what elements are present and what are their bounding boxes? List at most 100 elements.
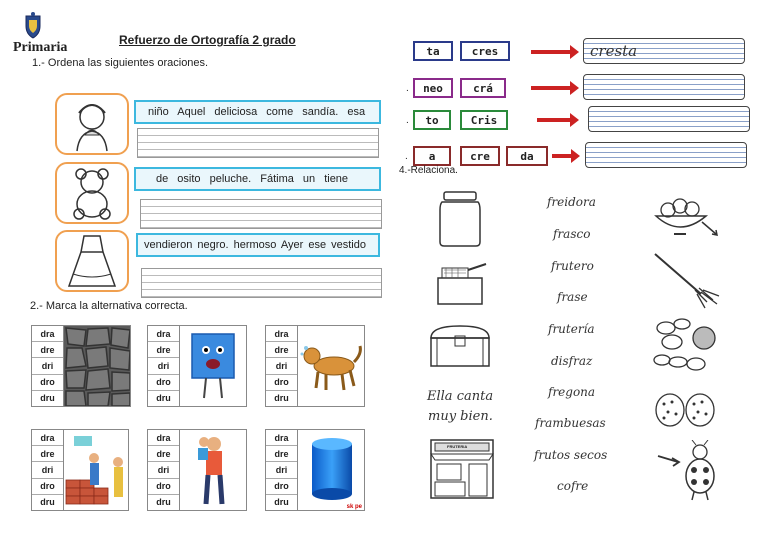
answer-box-4[interactable] [585, 142, 747, 168]
option-dro[interactable]: dro [266, 479, 297, 495]
section2-heading: 2.- Marca la alternativa correcta. [30, 300, 188, 312]
option-dru[interactable]: dru [40, 497, 55, 508]
option-dru[interactable]: dru [274, 497, 289, 508]
chest-icon [430, 325, 490, 367]
option-dra[interactable]: dra [32, 430, 63, 447]
answer-box-3[interactable] [588, 106, 750, 132]
option-dra[interactable]: dra [266, 430, 297, 447]
option-dro[interactable]: dro [32, 479, 63, 495]
raspberries-icon [655, 393, 715, 427]
option-dri[interactable]: dri [148, 462, 179, 479]
option-dre[interactable]: dre [148, 446, 179, 463]
syllable-tile: cres [460, 41, 510, 61]
answer-box-2[interactable] [583, 74, 745, 100]
option-dru[interactable]: dru [274, 393, 289, 404]
option-dri[interactable]: dri [32, 462, 63, 479]
syllable-options: dra dre dri dro dru [266, 430, 298, 510]
option-card-father: dra dre dri dro dru [147, 429, 247, 511]
option-card-builders: dra dre dri dro dru [31, 429, 129, 511]
answer-lines-1[interactable] [137, 128, 379, 158]
syllable-tile: neo [413, 78, 453, 98]
option-card-square: dra dre dri dro dru [147, 325, 247, 407]
syllable-options: dra dre dri dro dru [148, 430, 180, 510]
option-card-dog: dra dre dri dro dru [265, 325, 365, 407]
option-dro[interactable]: dro [148, 479, 179, 495]
syllable-options: dra dre dri dro dru [32, 430, 64, 510]
scrambled-sentence-1: niño Aquel deliciosa come sandía. esa [134, 100, 381, 124]
syllable-tile: to [413, 110, 451, 130]
option-dri[interactable]: dri [266, 462, 297, 479]
option-dri[interactable]: dri [266, 358, 297, 375]
option-dra[interactable]: dra [32, 326, 63, 343]
arrow-right-icon [552, 149, 580, 163]
option-dro[interactable]: dro [148, 375, 179, 391]
arrow-right-icon [537, 113, 579, 127]
phrase-line-1: Ella canta [427, 389, 494, 404]
option-dre[interactable]: dre [32, 342, 63, 359]
school-shield-icon [25, 12, 41, 39]
arrow-right-icon [531, 45, 579, 59]
fruit-bowl-icon [654, 198, 718, 236]
option-dro[interactable]: dro [32, 375, 63, 391]
word-fregona: fregona [548, 385, 596, 399]
syllable-options: dra dre dri dro dru [148, 326, 180, 406]
word-frase: frase [557, 290, 588, 304]
syllable-options: dra dre dri dro dru [32, 326, 64, 406]
option-dre[interactable]: dre [266, 342, 297, 359]
father-child-image [180, 430, 246, 510]
stones-image [64, 326, 130, 406]
option-dru[interactable]: dru [40, 393, 55, 404]
syllable-tile: cre [460, 146, 500, 166]
square-character-image [180, 326, 246, 406]
dog-image [298, 326, 364, 406]
page-title: Refuerzo de Ortografía 2 grado [119, 33, 296, 47]
answer-box-1[interactable]: cresta [583, 38, 745, 64]
option-dre[interactable]: dre [266, 446, 297, 463]
answer-lines-3[interactable] [141, 268, 382, 298]
option-dre[interactable]: dre [32, 446, 63, 463]
syllable-tile: a [413, 146, 451, 166]
fryer-icon [437, 263, 487, 305]
picture-dress [55, 230, 129, 292]
phrase-line-2: muy bien. [428, 409, 493, 424]
picture-child-eating [55, 93, 129, 155]
word-frambuesas: frambuesas [535, 416, 606, 430]
option-dri[interactable]: dri [32, 358, 63, 375]
option-dro[interactable]: dro [266, 375, 297, 391]
school-name: Primaria [13, 40, 68, 55]
option-dri[interactable]: dri [148, 358, 179, 375]
word-freidora: freidora [547, 195, 596, 209]
store-sign: FRUTERIA [447, 444, 468, 449]
syllable-tile: crá [460, 78, 506, 98]
word-frutos-secos: frutos secos [534, 448, 608, 462]
jar-icon [439, 191, 481, 247]
scrambled-sentence-3: vendieron negro. hermoso Ayer ese vestid… [136, 233, 380, 257]
fruit-store-icon [430, 439, 494, 499]
word-frasco: frasco [553, 227, 591, 241]
section1-heading: 1.- Ordena las siguientes oraciones. [32, 57, 209, 69]
option-dra[interactable]: dra [266, 326, 297, 343]
option-dru[interactable]: dru [156, 393, 171, 404]
word-cofre: cofre [557, 479, 589, 493]
syllable-tile: Cris [460, 110, 508, 130]
option-card-cylinder: dra dre dri dro dru sk pe [265, 429, 365, 511]
option-dru[interactable]: dru [156, 497, 171, 508]
answer-lines-2[interactable] [140, 199, 382, 229]
ladybug-costume-icon [657, 440, 715, 501]
option-dre[interactable]: dre [148, 342, 179, 359]
option-dra[interactable]: dra [148, 326, 179, 343]
word-frutero: frutero [551, 259, 594, 273]
picture-teddy-bear [55, 162, 129, 224]
word-disfraz: disfraz [551, 354, 593, 368]
option-card-stones: dra dre dri dro dru [31, 325, 131, 407]
syllable-options: dra dre dri dro dru [266, 326, 298, 406]
word-fruteria: frutería [548, 322, 595, 336]
scrambled-sentence-2: de osito peluche. Fátima un tiene [134, 167, 381, 191]
section4-heading: 4.-Relaciona. [399, 165, 458, 176]
option-dra[interactable]: dra [148, 430, 179, 447]
mop-icon [654, 253, 720, 309]
syllable-tile: ta [413, 41, 453, 61]
nuts-icon [653, 318, 716, 371]
arrow-right-icon [531, 81, 579, 95]
watermark: sk pe [346, 504, 362, 510]
